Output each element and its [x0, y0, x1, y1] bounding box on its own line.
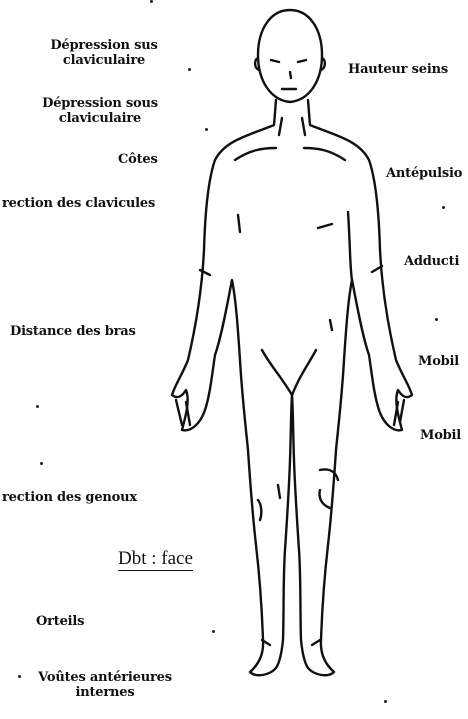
abdomen-mark: [330, 320, 332, 330]
label-direction-clavicules: rection des clavicules: [2, 196, 155, 211]
right-chest-mark: [318, 224, 332, 228]
label-hauteur-seins: Hauteur seins: [348, 62, 448, 77]
neck-line-right: [302, 118, 305, 135]
left-eye: [271, 60, 279, 62]
label-antepulsion-text: Antépulsio: [386, 166, 462, 181]
label-distance-bras-text: Distance des bras: [10, 324, 136, 339]
label-orteils: Orteils: [36, 614, 84, 629]
label-depression-sous-claviculaire: Dépression sous claviculaire: [30, 96, 170, 126]
label-voutes-text: Voûtes antérieures internes: [30, 670, 180, 700]
right-clavicle: [304, 148, 345, 160]
label-adduction: Adducti: [404, 254, 459, 269]
label-distance-bras: Distance des bras: [10, 324, 136, 339]
scan-dot: [18, 675, 21, 678]
scan-dot: [188, 68, 191, 71]
groin-line: [262, 350, 316, 395]
label-depression-sous-text: Dépression sous claviculaire: [30, 96, 170, 126]
right-knee-inner: [319, 490, 330, 508]
label-mobilite-1: Mobil: [418, 354, 459, 369]
label-direction-genoux: rection des genoux: [2, 490, 137, 505]
body-outline: [172, 100, 412, 675]
caption-dbt-face: Dbt : face: [118, 548, 193, 571]
scan-dot: [384, 700, 387, 703]
scan-dot: [150, 0, 153, 3]
scan-dot: [435, 318, 438, 321]
label-adduction-text: Adducti: [404, 254, 459, 269]
label-orteils-text: Orteils: [36, 614, 84, 629]
label-depression-sus-claviculaire: Dépression sus claviculaire: [38, 38, 170, 68]
scan-dot: [212, 630, 215, 633]
scan-dot: [442, 206, 445, 209]
label-mobilite-2: Mobil: [420, 428, 461, 443]
label-mobilite-2-text: Mobil: [420, 428, 461, 443]
label-voutes-anterieures: Voûtes antérieures internes: [30, 670, 180, 700]
nose: [290, 72, 291, 78]
right-ankle: [312, 640, 320, 645]
left-chest-mark: [238, 215, 240, 232]
left-clavicle: [235, 148, 276, 160]
label-depression-sus-text: Dépression sus claviculaire: [38, 38, 170, 68]
left-knee-mark: [258, 500, 261, 520]
label-direction-clavicules-text: rection des clavicules: [2, 196, 155, 211]
label-antepulsion: Antépulsio: [386, 166, 462, 181]
label-direction-genoux-text: rection des genoux: [2, 490, 137, 505]
right-eye: [298, 60, 306, 62]
label-hauteur-seins-text: Hauteur seins: [348, 62, 448, 77]
scan-dot: [36, 405, 39, 408]
scan-dot: [40, 462, 43, 465]
label-cotes: Côtes: [118, 152, 158, 167]
neck-line-left: [279, 118, 282, 135]
scan-dot: [205, 128, 208, 131]
left-knee-inner: [278, 485, 280, 498]
label-mobilite-1-text: Mobil: [418, 354, 459, 369]
torso-right-line: [348, 212, 352, 280]
label-cotes-text: Côtes: [118, 152, 158, 167]
